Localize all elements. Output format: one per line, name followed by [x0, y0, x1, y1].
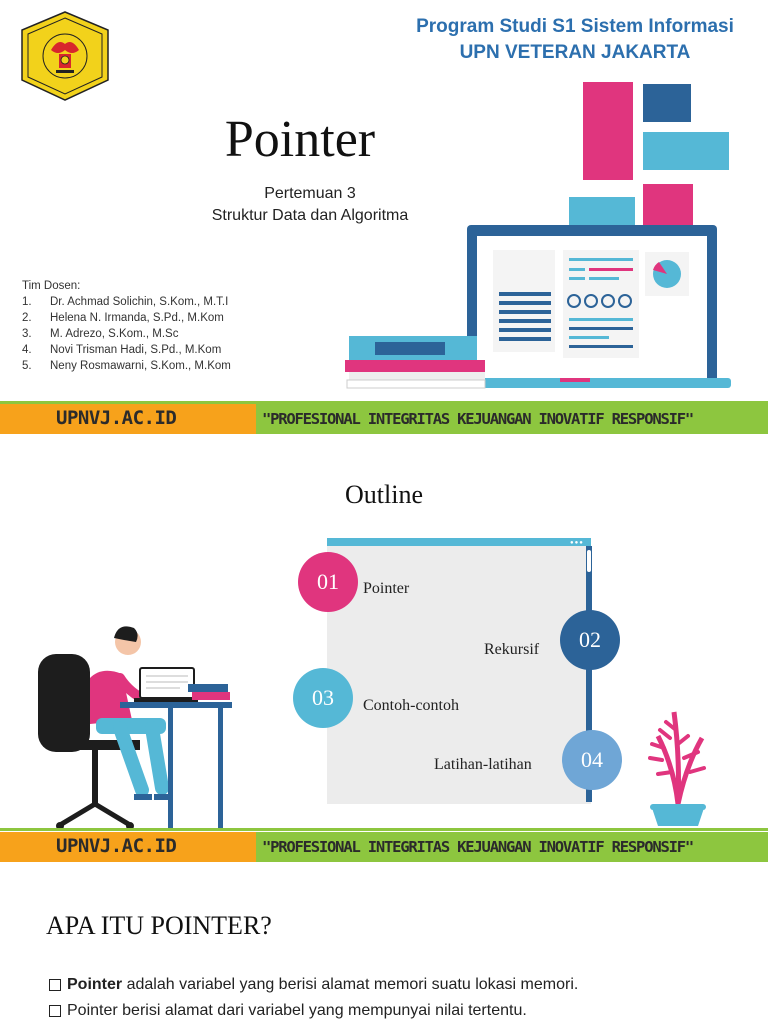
outline-number-3: 03	[293, 668, 353, 728]
team-list: Tim Dosen: 1.Dr. Achmad Solichin, S.Kom.…	[22, 278, 322, 374]
definition-title: APA ITU POINTER?	[46, 911, 272, 940]
motto-banner: UPNVJ.AC.ID "PROFESIONAL INTEGRITAS KEJU…	[0, 404, 768, 434]
person-at-desk-illustration	[38, 626, 232, 830]
program-name: Program Studi S1 Sistem Informasi	[416, 16, 734, 37]
panel-titlebar	[327, 538, 591, 546]
website-label: UPNVJ.AC.ID	[0, 832, 256, 862]
outline-panel	[327, 538, 591, 804]
motto-banner: UPNVJ.AC.ID "PROFESIONAL INTEGRITAS KEJU…	[0, 832, 768, 862]
motto-text: "PROFESIONAL INTEGRITAS KEJUANGAN INOVAT…	[256, 404, 768, 434]
banner-divider	[0, 828, 768, 831]
outline-slide: Outline ●●● 01 Pointer 02 Rekursif 03 Co…	[0, 434, 768, 864]
outline-label-2: Rekursif	[484, 641, 540, 658]
slide-title: Pointer	[224, 111, 376, 168]
window-dots-icon: ●●●	[570, 540, 584, 546]
meeting-label: Pertemuan 3	[264, 185, 356, 202]
course-name: Struktur Data dan Algoritma	[211, 207, 409, 224]
outline-number-4: 04	[562, 730, 622, 790]
title-slide: Program Studi S1 Sistem Informasi UPN VE…	[0, 0, 768, 434]
outline-title: Outline	[345, 480, 423, 509]
panel-scrollbar	[586, 546, 592, 802]
outline-number-2: 02	[560, 610, 620, 670]
laptop-illustration	[345, 82, 731, 389]
checkbox-bullet-icon	[49, 1005, 61, 1017]
team-member: 3.M. Adrezo, S.Kom., M.Sc	[22, 328, 179, 340]
definition-bullets: Pointer adalah variabel yang berisi alam…	[48, 972, 578, 1024]
outline-label-3: Contoh-contoh	[363, 697, 459, 714]
university-logo	[21, 11, 109, 101]
team-heading: Tim Dosen:	[22, 280, 81, 292]
bullet-item: Pointer berisi alamat dari variabel yang…	[48, 998, 578, 1024]
banner-divider	[0, 401, 768, 404]
plant-illustration	[648, 711, 706, 826]
outline-number-1: 01	[298, 552, 358, 612]
team-member: 5.Neny Rosmawarni, S.Kom., M.Kom	[22, 360, 231, 372]
outline-label-4: Latihan-latihan	[434, 756, 532, 773]
website-label: UPNVJ.AC.ID	[0, 404, 256, 434]
team-member: 4.Novi Trisman Hadi, S.Pd., M.Kom	[22, 344, 222, 356]
bullet-item: Pointer adalah variabel yang berisi alam…	[48, 972, 578, 998]
outline-label-1: Pointer	[363, 580, 410, 597]
definition-slide: APA ITU POINTER? Pointer adalah variabel…	[0, 864, 768, 1024]
motto-text: "PROFESIONAL INTEGRITAS KEJUANGAN INOVAT…	[256, 832, 768, 862]
checkbox-bullet-icon	[49, 979, 61, 991]
university-name: UPN VETERAN JAKARTA	[459, 42, 691, 63]
team-member: 1.Dr. Achmad Solichin, S.Kom., M.T.I	[22, 296, 229, 308]
scrollbar-thumb	[587, 550, 591, 572]
team-member: 2.Helena N. Irmanda, S.Pd., M.Kom	[22, 312, 224, 324]
